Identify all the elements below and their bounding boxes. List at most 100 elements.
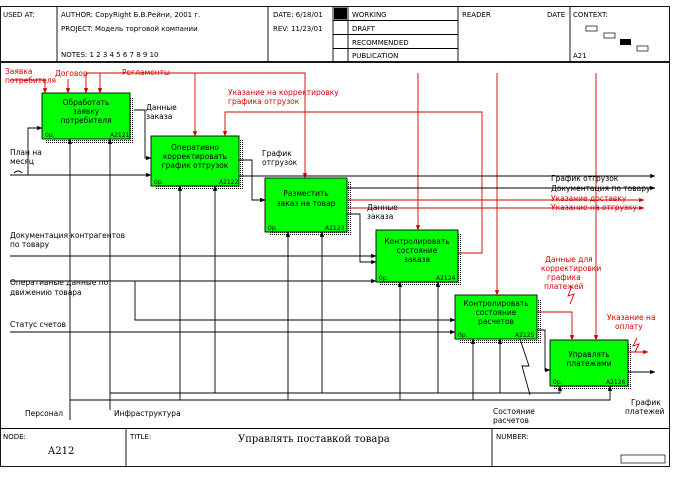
box-4-line-1: Контролировать [384, 237, 449, 246]
arrow-personal-bus [70, 385, 613, 401]
label-plan-2: месяц [10, 157, 34, 166]
label-grafik-otgruzok-out: График отгрузок [551, 174, 619, 183]
arrow-zayavka [10, 79, 48, 94]
box-2-line-1: Оперативно [171, 143, 219, 152]
number-label: NUMBER: [496, 433, 529, 441]
header-frame [0, 6, 670, 62]
box-3-node: A2123 [325, 225, 345, 232]
box-3-line-2: заказ на товар [277, 199, 336, 208]
rev-text: REV: 11/23/01 [273, 25, 323, 33]
box-1-dr: 0р. [45, 132, 55, 139]
notes-text: NOTES: 1 2 3 4 5 6 7 8 9 10 [61, 51, 159, 59]
box-5-line-1: Контролировать [463, 299, 528, 308]
box-6-line-2: платежами [566, 359, 611, 368]
context-map-icon [585, 25, 649, 52]
label-operativnye-1: Оперативные данные по [10, 278, 109, 287]
activity-box-1[interactable]: Обработать заявку потребителя 0р. A2121 [41, 92, 134, 143]
label-operativnye-2: движению товара [10, 288, 82, 297]
label-dogovor: Договор [55, 69, 88, 78]
arrow-dannye-zakaza-2 [347, 213, 377, 265]
arrow-plan-na-mesyac-to-box1 [10, 125, 43, 176]
activity-box-4[interactable]: Контролировать состояние заказа 0р. A212… [375, 229, 462, 286]
arrow-infrastruktura-bus [110, 385, 563, 394]
label-grafik-platezhey-1: График [631, 398, 661, 407]
arrow-operativnye-dannye-box5 [134, 281, 456, 323]
date-col-label: DATE [547, 11, 565, 19]
box-4-node: A2124 [436, 275, 456, 282]
status-draft: DRAFT [352, 25, 376, 33]
label-ukazanie-korr-2: графика отгрузок [228, 97, 300, 106]
arrow-dannye-zakaza-1 [134, 109, 152, 161]
box-1-node: A2121 [110, 132, 130, 139]
box-6-node: A2126 [606, 379, 626, 386]
label-sostoyanie-1: Состояние [493, 407, 535, 416]
project-text: PROJECT: Модель торговой компании [61, 25, 198, 33]
label-dannye-zakaza-1a: Данные [146, 103, 177, 112]
reader-label: READER [462, 11, 491, 19]
box-2-line-2: корректировать [163, 152, 227, 161]
status-working: WORKING [352, 11, 387, 19]
activity-box-2[interactable]: Оперативно корректировать график отгрузо… [150, 135, 243, 190]
label-plan-1: План на [10, 148, 42, 157]
box-3-line-1: Разместить [283, 189, 329, 198]
box-5-dr: 0р. [458, 332, 468, 339]
label-zayavka-1: Заявка [5, 67, 32, 76]
label-grafik-platezhey-2: платежей [625, 407, 665, 416]
label-dokumentaciya-out: Документация по товару [551, 184, 651, 193]
tunnel-plan [13, 170, 23, 174]
label-ukazanie-oplatu-1: Указание на [607, 313, 656, 322]
box-6-dr: 0р. [553, 379, 563, 386]
label-status-schetov: Статус счетов [10, 320, 66, 329]
black-arrows [10, 109, 656, 420]
context-label: CONTEXT: [573, 11, 608, 19]
squiggle-dannye [567, 285, 575, 305]
label-dannye-zakaza-2a: Данные [367, 203, 398, 212]
red-arrows [10, 72, 649, 355]
arrow-reglamenty-to-box3 [86, 72, 308, 179]
box-5-line-3: расчетов [478, 317, 514, 326]
label-sostoyanie-2: расчетов [493, 416, 529, 425]
box-5-line-2: состояние [476, 308, 517, 317]
activity-box-3[interactable]: Разместить заказ на товар 0р. A2123 [264, 177, 351, 236]
squiggle-oplata [632, 337, 640, 353]
node-label: NODE: [3, 433, 26, 441]
activity-box-5[interactable]: Контролировать состояние расчетов 0р. A2… [454, 294, 541, 343]
label-personal: Персонал [25, 409, 63, 418]
status-recommended: RECOMMENDED [352, 39, 409, 47]
label-dannye-korr-1: Данные для [545, 255, 593, 264]
box-4-dr: 0р. [379, 275, 389, 282]
title-label: TITLE: [129, 433, 151, 441]
label-dannye-zakaza-2b: заказа [367, 212, 393, 221]
label-dannye-korr-3: графика [547, 273, 581, 282]
arrow-box5-to-box6 [537, 329, 551, 373]
label-zayavka-2: потребителя [5, 76, 56, 85]
label-dannye-korr-2: корректировки [541, 264, 601, 273]
box-4-line-3: заказа [404, 255, 430, 264]
diagram-title: Управлять поставкой товара [238, 434, 390, 445]
label-ukazanie-otgruzku: Указание на отгрузку [551, 203, 638, 212]
node-value: A212 [47, 446, 74, 457]
box-2-node: A2122 [219, 179, 239, 186]
label-dokumentaciya-1: Документация контрагентов [10, 231, 125, 240]
box-2-line-3: график отгрузок [162, 161, 229, 170]
box-3-dr: 0р. [268, 225, 278, 232]
arrow-ukazanie-korrektirovku [222, 111, 483, 254]
label-ukazanie-oplatu-2: оплату [615, 322, 643, 331]
arrow-dannye-korrektirovki [537, 311, 575, 341]
box-2-dr: 0р. [154, 179, 164, 186]
label-ukazanie-korr-1: Указание на корректировку [228, 88, 339, 97]
label-dannye-korr-4: платежей [544, 282, 584, 291]
box-5-node: A2125 [515, 332, 535, 339]
label-infrastruktura: Инфраструктура [114, 409, 181, 418]
context-node: A21 [573, 52, 587, 60]
used-at-label: USED AT: [3, 11, 35, 19]
arrow-labels: Заявка потребителя Договор Регламенты Ук… [5, 67, 665, 425]
box-1-line-2: заявку [73, 107, 100, 116]
box-1-line-1: Обработать [63, 98, 110, 107]
label-reglamenty: Регламенты [122, 68, 170, 77]
activity-box-6[interactable]: Управлять платежами 0р. A2126 [549, 339, 632, 390]
label-dannye-zakaza-1b: заказа [146, 112, 172, 121]
footer-frame [0, 428, 670, 467]
label-ukazanie-dostavku: Указание доставку [551, 194, 627, 203]
